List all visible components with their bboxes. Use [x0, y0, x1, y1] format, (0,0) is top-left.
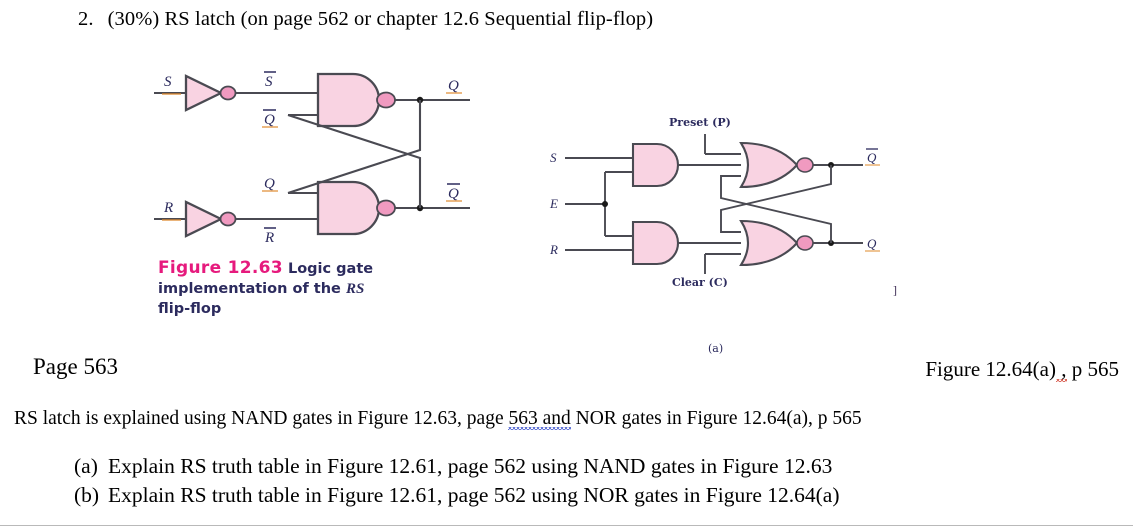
explanation-part1: RS latch is explained using NAND gates i… [14, 408, 509, 429]
page-reference-left: Page 563 [33, 354, 118, 379]
figure-12-63-caption-line1: Logic gate [282, 261, 374, 277]
figure-reference-right-comma: , [1056, 357, 1067, 381]
svg-text:R: R [549, 242, 558, 257]
stray-bracket-mark: ] [893, 283, 897, 297]
svg-text:E: E [549, 196, 558, 211]
svg-text:S: S [164, 74, 172, 90]
svg-text:Preset (P): Preset (P) [669, 116, 731, 129]
figure-12-63-caption-line3: flip-flop [158, 301, 222, 317]
svg-text:Clear (C): Clear (C) [672, 276, 728, 287]
figure-12-63-caption: Figure 12.63 Logic gate implementation o… [158, 259, 458, 319]
figure-reference-right: Figure 12.64(a) , p 565 [925, 357, 1119, 382]
svg-text:R: R [264, 230, 274, 246]
question-text: (30%) RS latch (on page 562 or chapter 1… [107, 8, 654, 30]
svg-text:R: R [163, 200, 173, 216]
figure-reference-right-page: p 565 [1066, 357, 1119, 381]
question-number: 2. [78, 8, 94, 30]
svg-text:Q: Q [448, 78, 459, 94]
subitem-text-b: Explain RS truth table in Figure 12.61, … [108, 483, 840, 507]
explanation-part2: NOR gates in Figure 12.64(a), p 565 [570, 408, 862, 429]
figure-12-63-diagram: .wire { stroke:#4a4a52; stroke-width:2.1… [148, 62, 478, 247]
figure-12-63-caption-line2: implementation of the [158, 281, 346, 297]
question-heading: 2. (30%) RS latch (on page 562 or chapter… [78, 8, 653, 31]
figure-12-63-number: Figure 12.63 [158, 258, 283, 278]
list-item: (b) Explain RS truth table in Figure 12.6… [74, 481, 840, 510]
svg-text:Q: Q [448, 186, 459, 202]
svg-text:Q: Q [867, 236, 877, 251]
question-subitems-list: (a) Explain RS truth table in Figure 12.6… [74, 452, 840, 510]
figure-reference-right-name: Figure 12.64(a) [925, 357, 1056, 381]
subitem-text-a: Explain RS truth table in Figure 12.61, … [108, 454, 833, 478]
svg-text:Q: Q [264, 176, 275, 192]
svg-text:Q: Q [867, 150, 877, 165]
svg-text:S: S [265, 74, 273, 90]
list-item: (a) Explain RS truth table in Figure 12.6… [74, 452, 840, 481]
svg-text:Q: Q [264, 112, 275, 128]
explanation-line: RS latch is explained using NAND gates i… [14, 408, 862, 430]
bottom-divider [0, 525, 1133, 526]
figure-12-64a-diagram: .w2 { stroke:#4a4a52; stroke-width:1.9; … [545, 112, 885, 287]
subitem-tag-b: (b) [74, 483, 100, 507]
figure-12-63-caption-italic: RS [345, 281, 365, 297]
bottom-margin [0, 527, 1133, 531]
subitem-tag-a: (a) [74, 454, 98, 478]
svg-text:S: S [550, 150, 557, 165]
explanation-misspelled-segment: 563 and [508, 408, 571, 429]
figure-12-64a-sublabel: (a) [708, 342, 724, 355]
